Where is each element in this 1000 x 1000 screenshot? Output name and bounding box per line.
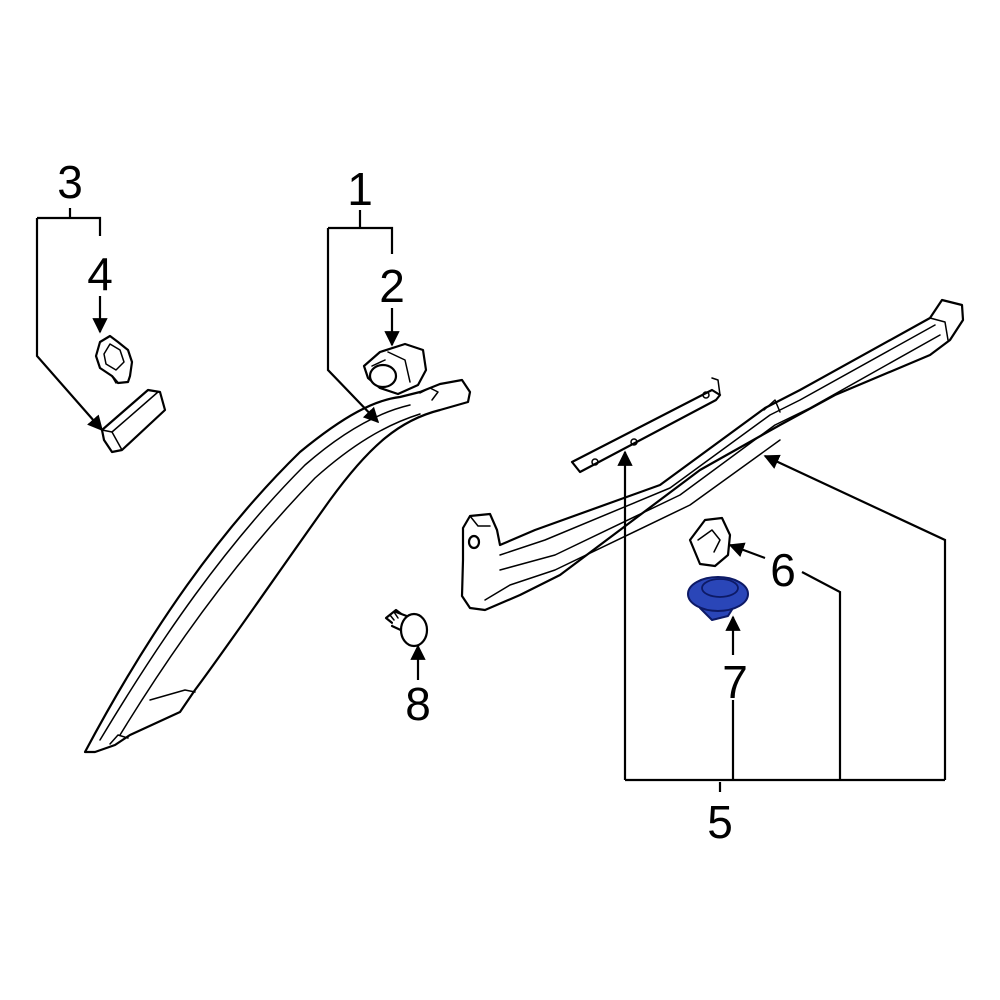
callout-1: 1	[347, 163, 373, 215]
callout-2: 2	[379, 260, 405, 312]
sill-plate-part-5[interactable]	[460, 298, 965, 612]
bracket-strip[interactable]	[570, 377, 722, 474]
retainer-part-4[interactable]	[94, 334, 134, 385]
block-part-3[interactable]	[100, 388, 167, 454]
callout-7: 7	[722, 656, 748, 708]
callout-6: 6	[770, 544, 796, 596]
clip-part-2[interactable]	[362, 342, 428, 396]
callout-4: 4	[87, 248, 113, 300]
screw-part-8[interactable]	[384, 608, 429, 648]
callout-8: 8	[405, 678, 431, 730]
grommet-part-7[interactable]	[687, 576, 749, 621]
leader-lines	[35, 208, 947, 792]
clip-part-6[interactable]	[688, 516, 732, 568]
callout-5: 5	[707, 796, 733, 848]
callout-3: 3	[57, 156, 83, 208]
